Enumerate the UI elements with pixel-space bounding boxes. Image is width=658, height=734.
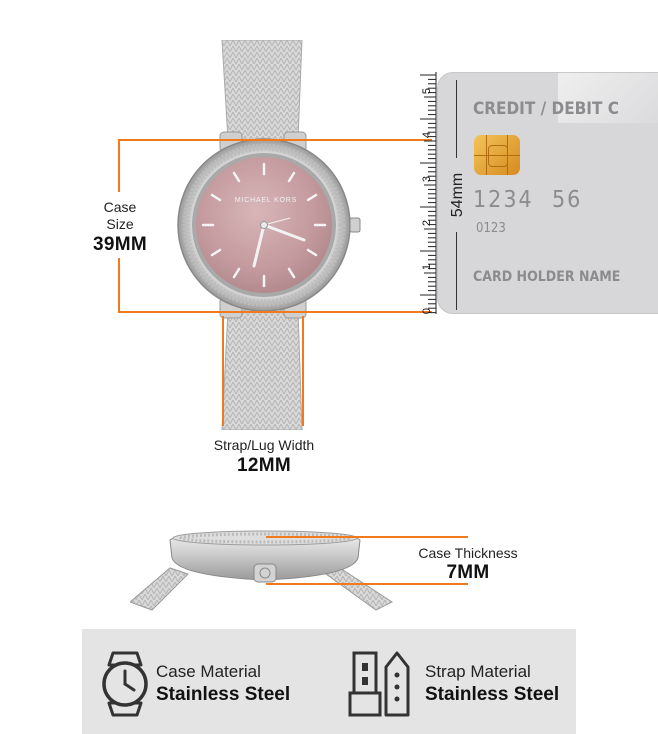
ruler-label-4: 4 bbox=[421, 131, 434, 139]
case-size-value: 39MM bbox=[93, 234, 147, 255]
ruler-label-2: 2 bbox=[421, 219, 434, 227]
thickness-line-top bbox=[266, 536, 468, 538]
thickness-value: 7MM bbox=[446, 562, 490, 583]
ruler-scale bbox=[420, 72, 437, 314]
watch-icon bbox=[102, 651, 148, 717]
case-material-label: Case Material bbox=[156, 662, 261, 681]
case-size-label-line1: Case bbox=[103, 199, 137, 215]
ruler-label-0: 0 bbox=[421, 307, 434, 315]
card-height-line-top bbox=[456, 80, 457, 158]
case-size-line-left-lower bbox=[118, 258, 120, 313]
ruler-label-5: 5 bbox=[421, 87, 434, 95]
strap-material-label: Strap Material bbox=[425, 662, 531, 681]
card-height-line-bottom bbox=[456, 232, 457, 310]
strap-width-line-right bbox=[302, 316, 304, 426]
card-shine bbox=[558, 73, 658, 123]
credit-card: CREDIT / DEBIT C 1234 56 0123 CARD HOLDE… bbox=[437, 72, 658, 314]
strap-width-label: Strap/Lug Width bbox=[213, 437, 315, 453]
case-size-line-bottom bbox=[118, 311, 432, 313]
case-size-line-left-upper bbox=[118, 139, 120, 192]
thickness-label: Case Thickness bbox=[418, 545, 518, 561]
strap-width-value: 12MM bbox=[237, 455, 291, 476]
card-number-small: 0123 bbox=[476, 221, 506, 236]
strap-material-value: Stainless Steel bbox=[425, 684, 560, 705]
case-size-line-top bbox=[118, 139, 432, 141]
case-size-label-line2: Size bbox=[106, 216, 134, 232]
case-size-label: Case Size bbox=[90, 199, 150, 233]
ruler-label-3: 3 bbox=[421, 175, 434, 183]
card-height-label: 54mm bbox=[449, 172, 467, 218]
card-number-b: 56 bbox=[552, 187, 583, 213]
case-material-value: Stainless Steel bbox=[156, 684, 291, 705]
thickness-line-bottom bbox=[266, 583, 468, 585]
strap-width-line-left bbox=[222, 316, 224, 426]
watch-brand-text: MICHAEL KORS bbox=[234, 197, 298, 204]
card-holder-name: CARD HOLDER NAME bbox=[473, 269, 621, 285]
card-chip-icon bbox=[474, 135, 520, 175]
features-panel: Case Material Stainless Steel Strap Mate… bbox=[82, 629, 576, 734]
watch-front-image bbox=[177, 40, 361, 430]
card-title: CREDIT / DEBIT C bbox=[473, 99, 619, 119]
ruler-label-1: 1 bbox=[421, 263, 434, 271]
strap-icon bbox=[348, 651, 410, 717]
watch-side-image bbox=[130, 530, 394, 611]
card-number-a: 1234 bbox=[473, 187, 534, 213]
